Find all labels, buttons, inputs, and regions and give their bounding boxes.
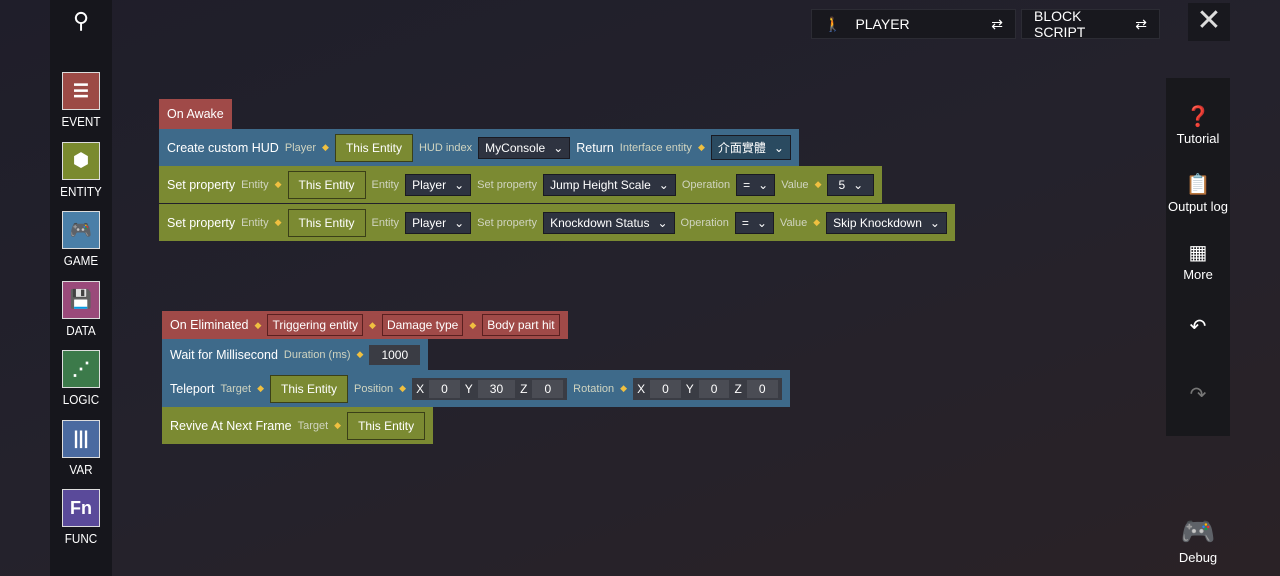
set-property-block[interactable]: Set property Entity◆ This Entity Entity … <box>159 204 955 241</box>
entity-type-dropdown[interactable]: Player <box>405 211 472 234</box>
person-icon: 🚶 <box>824 15 842 32</box>
pos-z-input[interactable]: 0 <box>532 379 564 398</box>
debug-button[interactable]: 🎮Debug <box>1166 515 1230 565</box>
category-var[interactable]: |||VAR <box>50 419 112 477</box>
swap-icon: ⇄ <box>1135 15 1147 32</box>
teleport-block[interactable]: Teleport Target◆ This Entity Position◆ X… <box>162 370 790 407</box>
output-log-button[interactable]: 📋Output log <box>1168 174 1228 214</box>
data-icon: 💾 <box>62 280 100 319</box>
redo-button[interactable]: ↷ <box>1166 382 1230 409</box>
property-dropdown[interactable]: Jump Height Scale <box>543 173 676 196</box>
gamepad-icon: 🎮 <box>1180 516 1216 547</box>
undo-icon: ↶ <box>1189 316 1207 338</box>
create-hud-block[interactable]: Create custom HUD Player◆ This Entity HU… <box>159 129 799 166</box>
right-toolbar: ❓Tutorial 📋Output log ▦More ↶ ↷ <box>1166 78 1230 436</box>
event-icon: ☰ <box>62 72 100 110</box>
help-icon: ❓ <box>1185 106 1211 128</box>
on-awake-block[interactable]: On Awake <box>159 99 232 129</box>
player-selector[interactable]: 🚶PLAYER⇄ <box>811 9 1016 39</box>
entity-icon: ⬢ <box>62 141 100 180</box>
rot-z-input[interactable]: 0 <box>746 379 778 398</box>
param-body-part-hit[interactable]: Body part hit <box>482 314 560 336</box>
hud-index-dropdown[interactable]: MyConsole <box>478 136 571 159</box>
value-dropdown[interactable]: Skip Knockdown <box>826 211 947 234</box>
operation-dropdown[interactable]: = <box>736 173 776 196</box>
func-icon: Fn <box>62 489 100 527</box>
player-slot[interactable]: This Entity <box>334 133 413 162</box>
set-property-block[interactable]: Set property Entity◆ This Entity Entity … <box>159 166 883 203</box>
param-damage-type[interactable]: Damage type <box>381 314 464 336</box>
target-slot[interactable]: This Entity <box>347 411 426 440</box>
wait-block[interactable]: Wait for Millisecond Duration (ms)◆ 1000 <box>162 339 429 370</box>
interface-entity-var[interactable]: 介面實體 <box>710 135 791 160</box>
revive-block[interactable]: Revive At Next Frame Target◆ This Entity <box>162 407 434 444</box>
swap-icon: ⇄ <box>991 15 1003 32</box>
entity-type-dropdown[interactable]: Player <box>405 173 472 196</box>
on-eliminated-block[interactable]: On Eliminated ◆Triggering entity ◆Damage… <box>162 311 568 339</box>
undo-button[interactable]: ↶ <box>1166 314 1230 341</box>
category-data[interactable]: 💾DATA <box>50 280 112 338</box>
category-event[interactable]: ☰EVENT <box>50 72 112 129</box>
operation-dropdown[interactable]: = <box>734 211 774 234</box>
value-input[interactable]: 5 <box>827 173 875 196</box>
category-entity[interactable]: ⬢ENTITY <box>50 141 112 199</box>
pos-x-input[interactable]: 0 <box>429 379 460 398</box>
rot-x-input[interactable]: 0 <box>650 379 681 398</box>
entity-slot[interactable]: This Entity <box>287 208 366 237</box>
tutorial-button[interactable]: ❓Tutorial <box>1166 104 1230 146</box>
clipboard-icon: 📋 <box>1185 174 1211 196</box>
param-triggering-entity[interactable]: Triggering entity <box>267 314 364 336</box>
category-logic[interactable]: ⋰LOGIC <box>50 350 112 407</box>
game-icon: 🎮 <box>62 211 100 249</box>
script-type-selector[interactable]: BLOCK SCRIPT⇄ <box>1021 8 1160 40</box>
category-game[interactable]: 🎮GAME <box>50 211 112 268</box>
rot-y-input[interactable]: 0 <box>698 379 730 398</box>
more-button[interactable]: ▦More <box>1166 240 1230 282</box>
pos-y-input[interactable]: 30 <box>477 379 516 398</box>
grid-icon: ▦ <box>1188 242 1208 264</box>
var-icon: ||| <box>62 419 100 458</box>
duration-input[interactable]: 1000 <box>369 344 421 365</box>
search-icon[interactable]: ⚲ <box>72 8 90 33</box>
close-button[interactable]: ✕ <box>1188 3 1230 41</box>
entity-slot[interactable]: This Entity <box>287 170 366 199</box>
property-dropdown[interactable]: Knockdown Status <box>543 211 675 234</box>
redo-icon: ↷ <box>1189 384 1207 406</box>
logic-icon: ⋰ <box>62 350 100 388</box>
target-slot[interactable]: This Entity <box>269 374 348 403</box>
